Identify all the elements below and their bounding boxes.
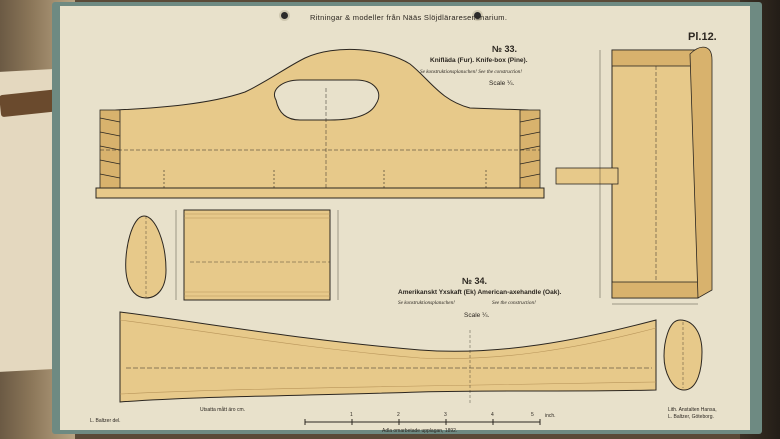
scale-tick-4: 4	[491, 412, 494, 418]
poster-header: Ritningar & modeller från Nääs Slöjdlära…	[310, 13, 508, 22]
author-credit: L. Baltzer del.	[90, 418, 121, 424]
knife-box-title: Knifläda (Fur). Knife-box (Pine).	[430, 57, 528, 64]
axe-handle-top-view	[175, 209, 339, 301]
knife-box-note: Se konstruktionsplanschen! See the const…	[420, 69, 522, 75]
axe-handle-end-view-left	[125, 215, 167, 299]
lithographer-line-2: L. Baltzer, Göteborg.	[668, 414, 714, 420]
hanger-hole-right	[472, 10, 483, 21]
axe-handle-note-en: See the construction!	[492, 300, 536, 306]
edition-note: Adla omarbetade upplagan, 1892.	[382, 428, 458, 434]
axe-handle-note-sv: Se konstruktionsplanschen!	[398, 300, 455, 306]
knife-box-scale: Scale ¼.	[489, 80, 515, 87]
axe-handle-title: Amerikanskt Yxskaft (Ek) American-axehan…	[398, 289, 562, 296]
scale-unit: inch.	[545, 413, 556, 419]
knife-box-side-view	[555, 46, 713, 305]
plate-label: Pl.12.	[688, 31, 717, 43]
lithographer-line-1: Lith. Anstalten Hansa,	[668, 407, 717, 413]
scale-tick-1: 1	[350, 412, 353, 418]
axe-handle-scale: Scale ¼.	[464, 312, 490, 319]
scale-tick-5: 5	[531, 412, 534, 418]
scale-tick-2: 2	[397, 412, 400, 418]
knife-box-number: № 33.	[492, 44, 518, 54]
axe-handle-side-view	[119, 311, 703, 404]
scale-bar	[304, 419, 541, 425]
unit-note: Utsatta mått äro cm.	[200, 407, 246, 413]
hanger-hole-left	[279, 10, 290, 21]
axe-handle-number: № 34.	[462, 276, 488, 286]
scale-tick-3: 3	[444, 412, 447, 418]
knife-box-front-view	[95, 49, 545, 199]
